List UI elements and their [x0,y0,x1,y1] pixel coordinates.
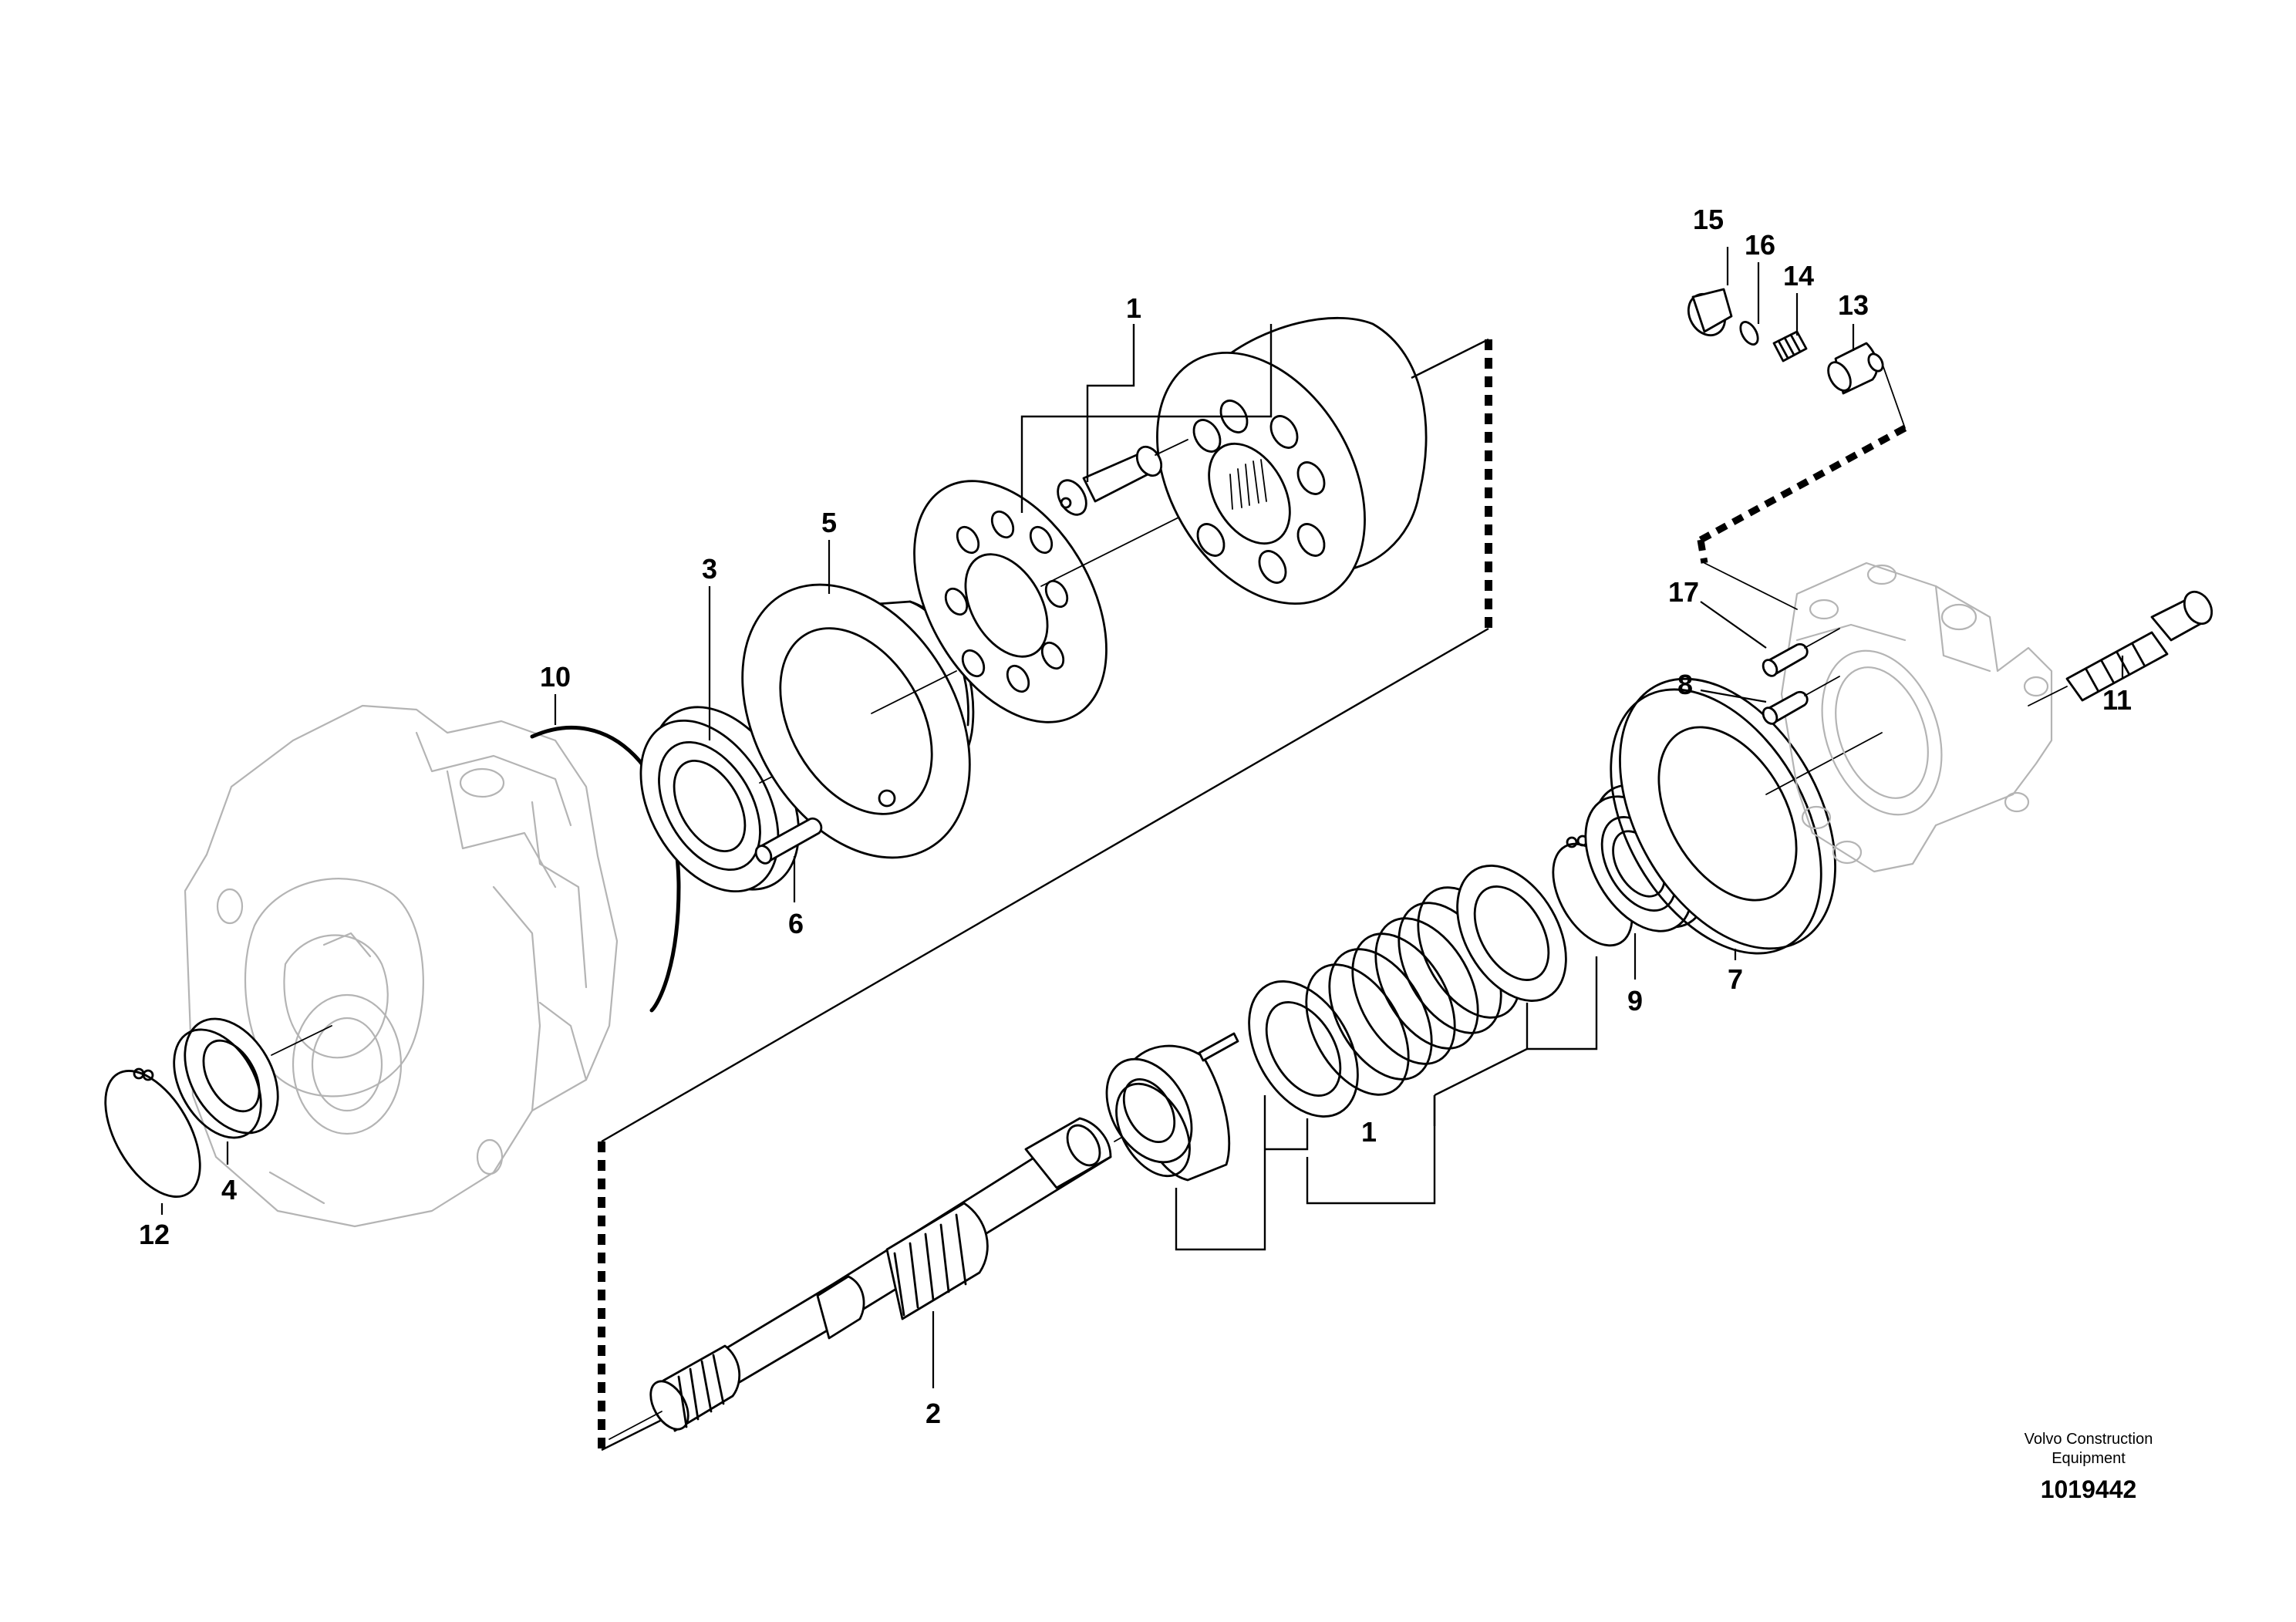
callout-3: 3 [702,553,717,585]
callout-5: 5 [821,507,837,538]
callout-2: 2 [925,1398,941,1429]
pin-8 [1762,690,1809,725]
callout-9: 9 [1627,985,1643,1017]
callout-14: 14 [1783,260,1814,292]
bolt-11 [2065,590,2213,702]
spool-13 [1827,342,1884,395]
swash-plate-5 [741,583,975,859]
washer-lower-b [1456,865,1567,1002]
callout-8: 8 [1677,669,1693,700]
axis-line-pin-17 [1804,628,1840,649]
callout-12: 12 [139,1219,170,1250]
spring-14 [1772,330,1808,363]
caption-line-2: Equipment [2052,1450,2126,1467]
axis-line-pin-8 [1804,676,1840,696]
pin-17 [1762,642,1809,677]
axis-line-housing [271,1025,332,1056]
end-cover-ghost [1780,561,2053,873]
axis-line-piston [1155,439,1188,456]
callout-1-bottom: 1 [1361,1116,1377,1148]
valve-plate [913,480,1108,723]
callout-16: 16 [1745,229,1775,261]
document-caption: Volvo Construction Equipment 1019442 [2025,1431,2153,1503]
seal-4 [173,1017,279,1139]
cartridge-dashed-path [1697,362,1907,610]
drive-shaft-2 [649,1117,1112,1432]
plug-15 [1687,288,1733,337]
callout-13: 13 [1838,289,1869,321]
caption-line-1: Volvo Construction [2025,1431,2153,1448]
key-pin [1198,1032,1239,1062]
axis-line-swash-plate [871,670,957,714]
callout-7: 7 [1728,963,1743,995]
callout-labels: 1 1 2 3 4 5 6 7 8 9 10 11 12 13 14 15 16… [139,204,2132,1429]
callout-15: 15 [1693,204,1724,235]
piston-upper [1057,445,1163,516]
pump-housing-ghost [184,704,619,1228]
spherical-bushing [1105,1044,1231,1182]
axis-line-shaft-tail [609,1411,663,1440]
cylinder-block [1156,316,1428,605]
axis-line-valve-plate [1040,504,1204,587]
callout-17: 17 [1668,576,1699,608]
circlip-12 [104,1067,201,1198]
axis-line-thrust-plate [1765,732,1883,795]
coil-spring [1305,886,1522,1096]
document-number: 1019442 [2041,1475,2137,1503]
callout-6: 6 [788,908,804,939]
callout-11: 11 [2102,684,2132,716]
washer-lower-a [1248,980,1359,1118]
pin-6 [754,817,823,865]
callout-10: 10 [540,661,571,693]
bracket-1-top [1020,324,1273,513]
bracket-1-bottom [1175,956,1598,1251]
thrust-plate-7 [1610,677,1836,955]
axis-line-bolt [2028,686,2068,706]
snap-ring [1115,1082,1191,1178]
oring-16 [1739,321,1759,346]
callout-1-top: 1 [1126,292,1141,324]
callout-4: 4 [221,1174,237,1206]
leader-lines [160,247,2124,1388]
